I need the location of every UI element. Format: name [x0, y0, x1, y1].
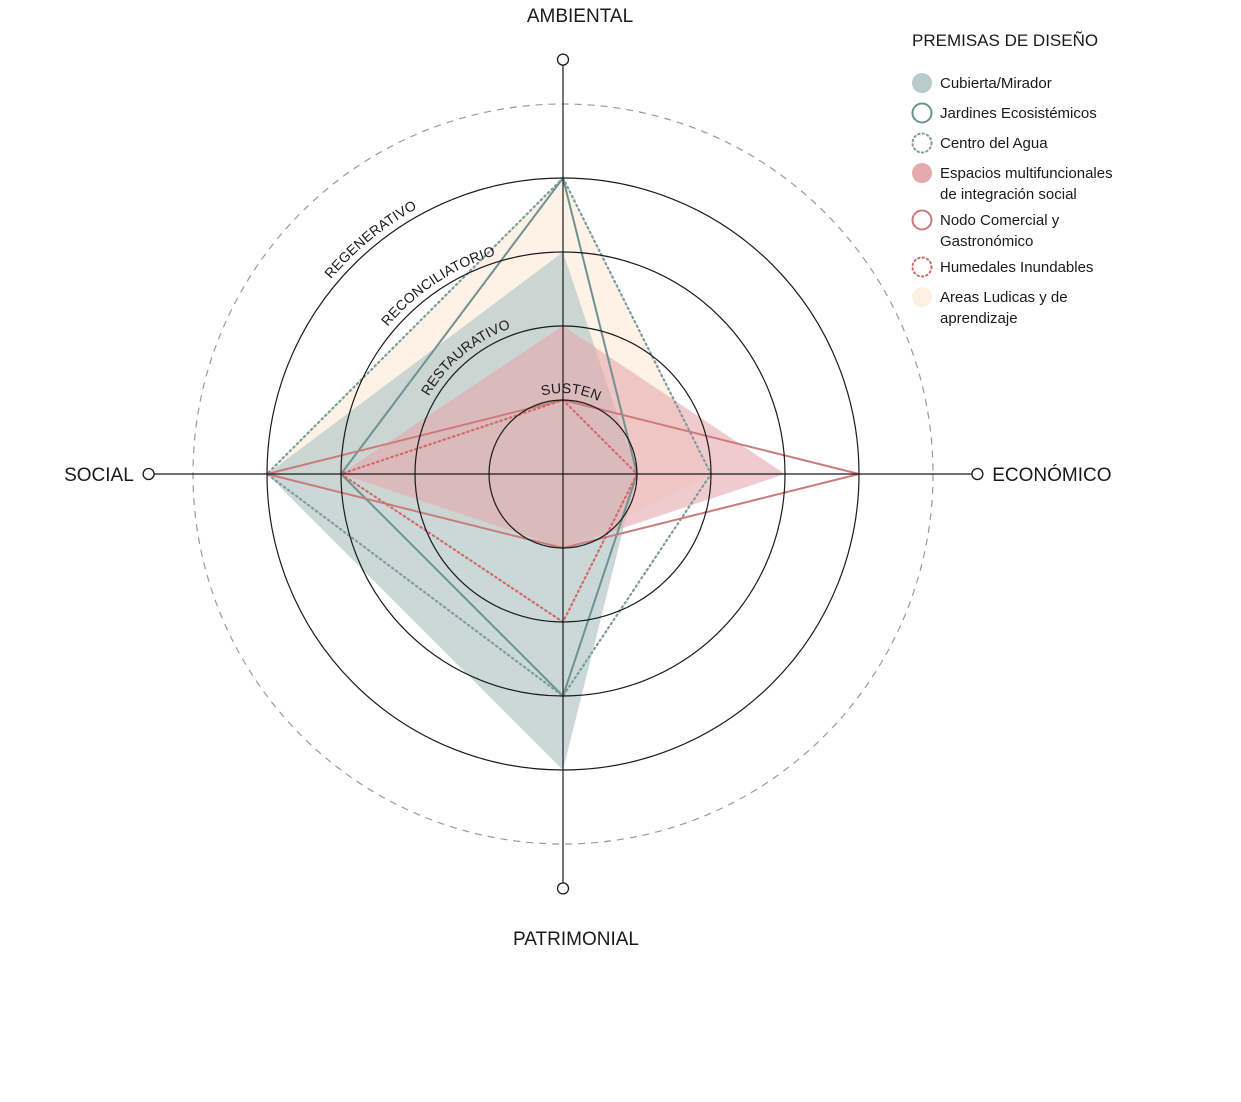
legend-label: Cubierta/Mirador [940, 75, 1052, 92]
legend-marker-filled [912, 73, 932, 93]
legend-label: Gastronómico [940, 233, 1033, 250]
axis-label-social: SOCIAL [64, 465, 134, 486]
legend-label: Centro del Agua [940, 135, 1048, 152]
legend-label: aprendizaje [940, 310, 1018, 327]
legend-label: Humedales Inundables [940, 259, 1093, 276]
axis-label-economico: ECONÓMICO [992, 464, 1111, 486]
legend-item-humedales-inundables: Humedales Inundables [911, 256, 1093, 278]
legend-item-centro-del-agua: Centro del Agua [911, 132, 1048, 154]
legend-marker-ring [911, 209, 933, 231]
legend-item-nodo-comercial-y-gastronomico: Nodo Comercial y Gastronómico [911, 209, 1060, 250]
legend-marker-filled [912, 287, 932, 307]
legend-label: Areas Ludicas y de [940, 289, 1068, 306]
axis-label-ambiental: AMBIENTAL [527, 6, 633, 27]
legend-item-cubierta-mirador: Cubierta/Mirador [912, 73, 1052, 93]
legend-item-jardines-ecosistemicos: Jardines Ecosistémicos [911, 102, 1097, 124]
axis-end-marker-economico [971, 467, 984, 481]
axis-end-marker-patrimonial [556, 882, 570, 895]
legend-marker-filled [912, 163, 932, 183]
axis-label-patrimonial: PATRIMONIAL [513, 929, 639, 950]
legend-label: Nodo Comercial y [940, 212, 1060, 229]
legend-label: de integración social [940, 186, 1077, 203]
ring-label-regenerativo: REGENERATIVO [321, 197, 419, 281]
legend-title: PREMISAS DE DISEÑO [912, 31, 1098, 50]
legend-item-areas-ludicas-y-de-aprendizaje: Areas Ludicas y de aprendizaje [912, 287, 1068, 327]
legend: PREMISAS DE DISEÑO Cubierta/MiradorJardi… [911, 31, 1113, 327]
legend-marker-dotted [911, 132, 933, 154]
axes-layer [142, 53, 984, 895]
legend-label: Jardines Ecosistémicos [940, 105, 1097, 122]
axis-end-marker-social [142, 467, 155, 481]
series-centro-del-agua [265, 176, 713, 698]
legend-marker-ring [911, 102, 933, 124]
legend-marker-dotted [911, 256, 933, 278]
legend-label: Espacios multifuncionales [940, 165, 1113, 182]
axis-end-marker-ambiental [556, 53, 570, 66]
legend-item-espacios-multifuncionales-de-integracion-social: Espacios multifuncionales de integración … [912, 163, 1113, 203]
